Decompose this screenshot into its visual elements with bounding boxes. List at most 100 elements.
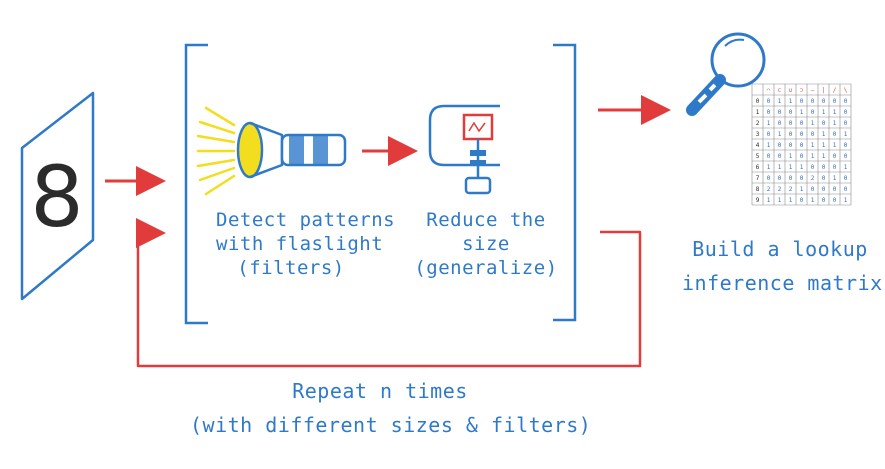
matrix-cell: 0 <box>822 98 826 105</box>
matrix-row-label: 2 <box>756 120 760 127</box>
matrix-cell: 1 <box>767 197 771 204</box>
matrix-row-label: 0 <box>756 98 760 105</box>
matrix-row-label: 3 <box>756 131 760 138</box>
matrix-header-cell: ⊃ <box>800 87 804 94</box>
matrix-cell: 0 <box>833 164 837 171</box>
matrix-cell: 0 <box>844 142 848 149</box>
matrix-cell: 0 <box>778 153 782 160</box>
matrix-cell: 2 <box>789 186 793 193</box>
matrix-row-label: 4 <box>756 142 760 149</box>
matrix-cell: 1 <box>778 131 782 138</box>
matrix-row-label: 8 <box>756 186 760 193</box>
detect-label-line2: with flaslight <box>216 233 384 255</box>
matrix-cell: 1 <box>811 142 815 149</box>
reduce-label-line1: Reduce the <box>426 209 546 231</box>
output-label-line1: Build a lookup <box>692 237 868 261</box>
matrix-cell: 1 <box>844 164 848 171</box>
matrix-cell: 0 <box>833 98 837 105</box>
matrix-header-cell: ⊂ <box>778 87 782 94</box>
matrix-cell: 0 <box>789 120 793 127</box>
matrix-cell: 0 <box>811 164 815 171</box>
output-label: Build a lookup inference matrix <box>682 232 883 300</box>
matrix-cell: 0 <box>822 164 826 171</box>
input-digit: 8 <box>30 148 83 246</box>
matrix-cell: 1 <box>822 109 826 116</box>
repeat-label-line1: Repeat n times <box>292 379 468 403</box>
matrix-cell: 0 <box>822 197 826 204</box>
left-bracket <box>184 43 208 325</box>
matrix-cell: 0 <box>822 120 826 127</box>
matrix-cell: 1 <box>811 153 815 160</box>
matrix-cell: 0 <box>800 131 804 138</box>
matrix-cell: 1 <box>844 131 848 138</box>
matrix-cell: 1 <box>833 142 837 149</box>
matrix-cell: 1 <box>822 131 826 138</box>
matrix-row-label: 5 <box>756 153 760 160</box>
flashlight-icon <box>196 106 347 196</box>
matrix-cell: 1 <box>767 164 771 171</box>
clamp-icon <box>428 104 500 195</box>
matrix-cell: 2 <box>778 186 782 193</box>
matrix-cell: 1 <box>778 164 782 171</box>
matrix-cell: 0 <box>822 175 826 182</box>
detect-label: Detect patterns with flaslight (filters) <box>216 208 396 280</box>
matrix-cell: 0 <box>844 109 848 116</box>
matrix-cell: 0 <box>767 109 771 116</box>
matrix-cell: 0 <box>800 142 804 149</box>
matrix-cell: 1 <box>800 109 804 116</box>
reduce-label-line2: size <box>462 233 510 255</box>
matrix-cell: 1 <box>811 197 815 204</box>
matrix-cell: 1 <box>778 197 782 204</box>
matrix-cell: 0 <box>844 120 848 127</box>
matrix-cell: 0 <box>778 109 782 116</box>
matrix-cell: 0 <box>789 142 793 149</box>
matrix-cell: 1 <box>833 109 837 116</box>
repeat-loop <box>136 218 642 368</box>
matrix-cell: 0 <box>767 175 771 182</box>
matrix-cell: 0 <box>833 153 837 160</box>
matrix-cell: 0 <box>833 197 837 204</box>
matrix-cell: 0 <box>822 186 826 193</box>
matrix-cell: 0 <box>767 98 771 105</box>
matrix-cell: 2 <box>767 186 771 193</box>
matrix-cell: 0 <box>844 98 848 105</box>
matrix-cell: 0 <box>800 175 804 182</box>
matrix-cell: 1 <box>833 175 837 182</box>
matrix-cell: 0 <box>789 131 793 138</box>
matrix-cell: 2 <box>811 175 815 182</box>
matrix-cell: 1 <box>800 164 804 171</box>
matrix-cell: 1 <box>778 98 782 105</box>
matrix-cell: 0 <box>811 98 815 105</box>
matrix-cell: 1 <box>789 164 793 171</box>
detect-label-line1: Detect patterns <box>216 209 396 231</box>
magnifier-icon <box>686 32 766 116</box>
output-label-line2: inference matrix <box>682 271 883 295</box>
matrix-header-cell: ∪ <box>789 87 793 94</box>
matrix-row-label: 7 <box>756 175 760 182</box>
repeat-label: Repeat n times (with different sizes & f… <box>190 374 592 442</box>
matrix-cell: 1 <box>800 186 804 193</box>
repeat-label-line2: (with different sizes & filters) <box>190 413 592 437</box>
matrix-cell: 0 <box>800 153 804 160</box>
matrix-cell: 1 <box>833 120 837 127</box>
matrix-cell: 1 <box>767 120 771 127</box>
matrix-cell: 0 <box>811 186 815 193</box>
matrix-cell: 1 <box>767 142 771 149</box>
matrix-cell: 1 <box>789 153 793 160</box>
right-bracket <box>553 43 577 322</box>
matrix-cell: 0 <box>800 98 804 105</box>
matrix-cell: 0 <box>778 142 782 149</box>
matrix-row-label: 1 <box>756 109 760 116</box>
matrix-header-cell: \ <box>844 87 848 94</box>
matrix-row-label: 9 <box>756 197 760 204</box>
matrix-row-label: 6 <box>756 164 760 171</box>
input-card: 8 <box>20 91 95 301</box>
reduce-label-line3: (generalize) <box>414 257 558 279</box>
detect-label-line3: (filters) <box>237 257 345 279</box>
matrix-cell: 0 <box>789 175 793 182</box>
matrix-cell: 1 <box>822 142 826 149</box>
matrix-header-cell: ◠ <box>767 87 771 94</box>
matrix-cell: 0 <box>778 120 782 127</box>
